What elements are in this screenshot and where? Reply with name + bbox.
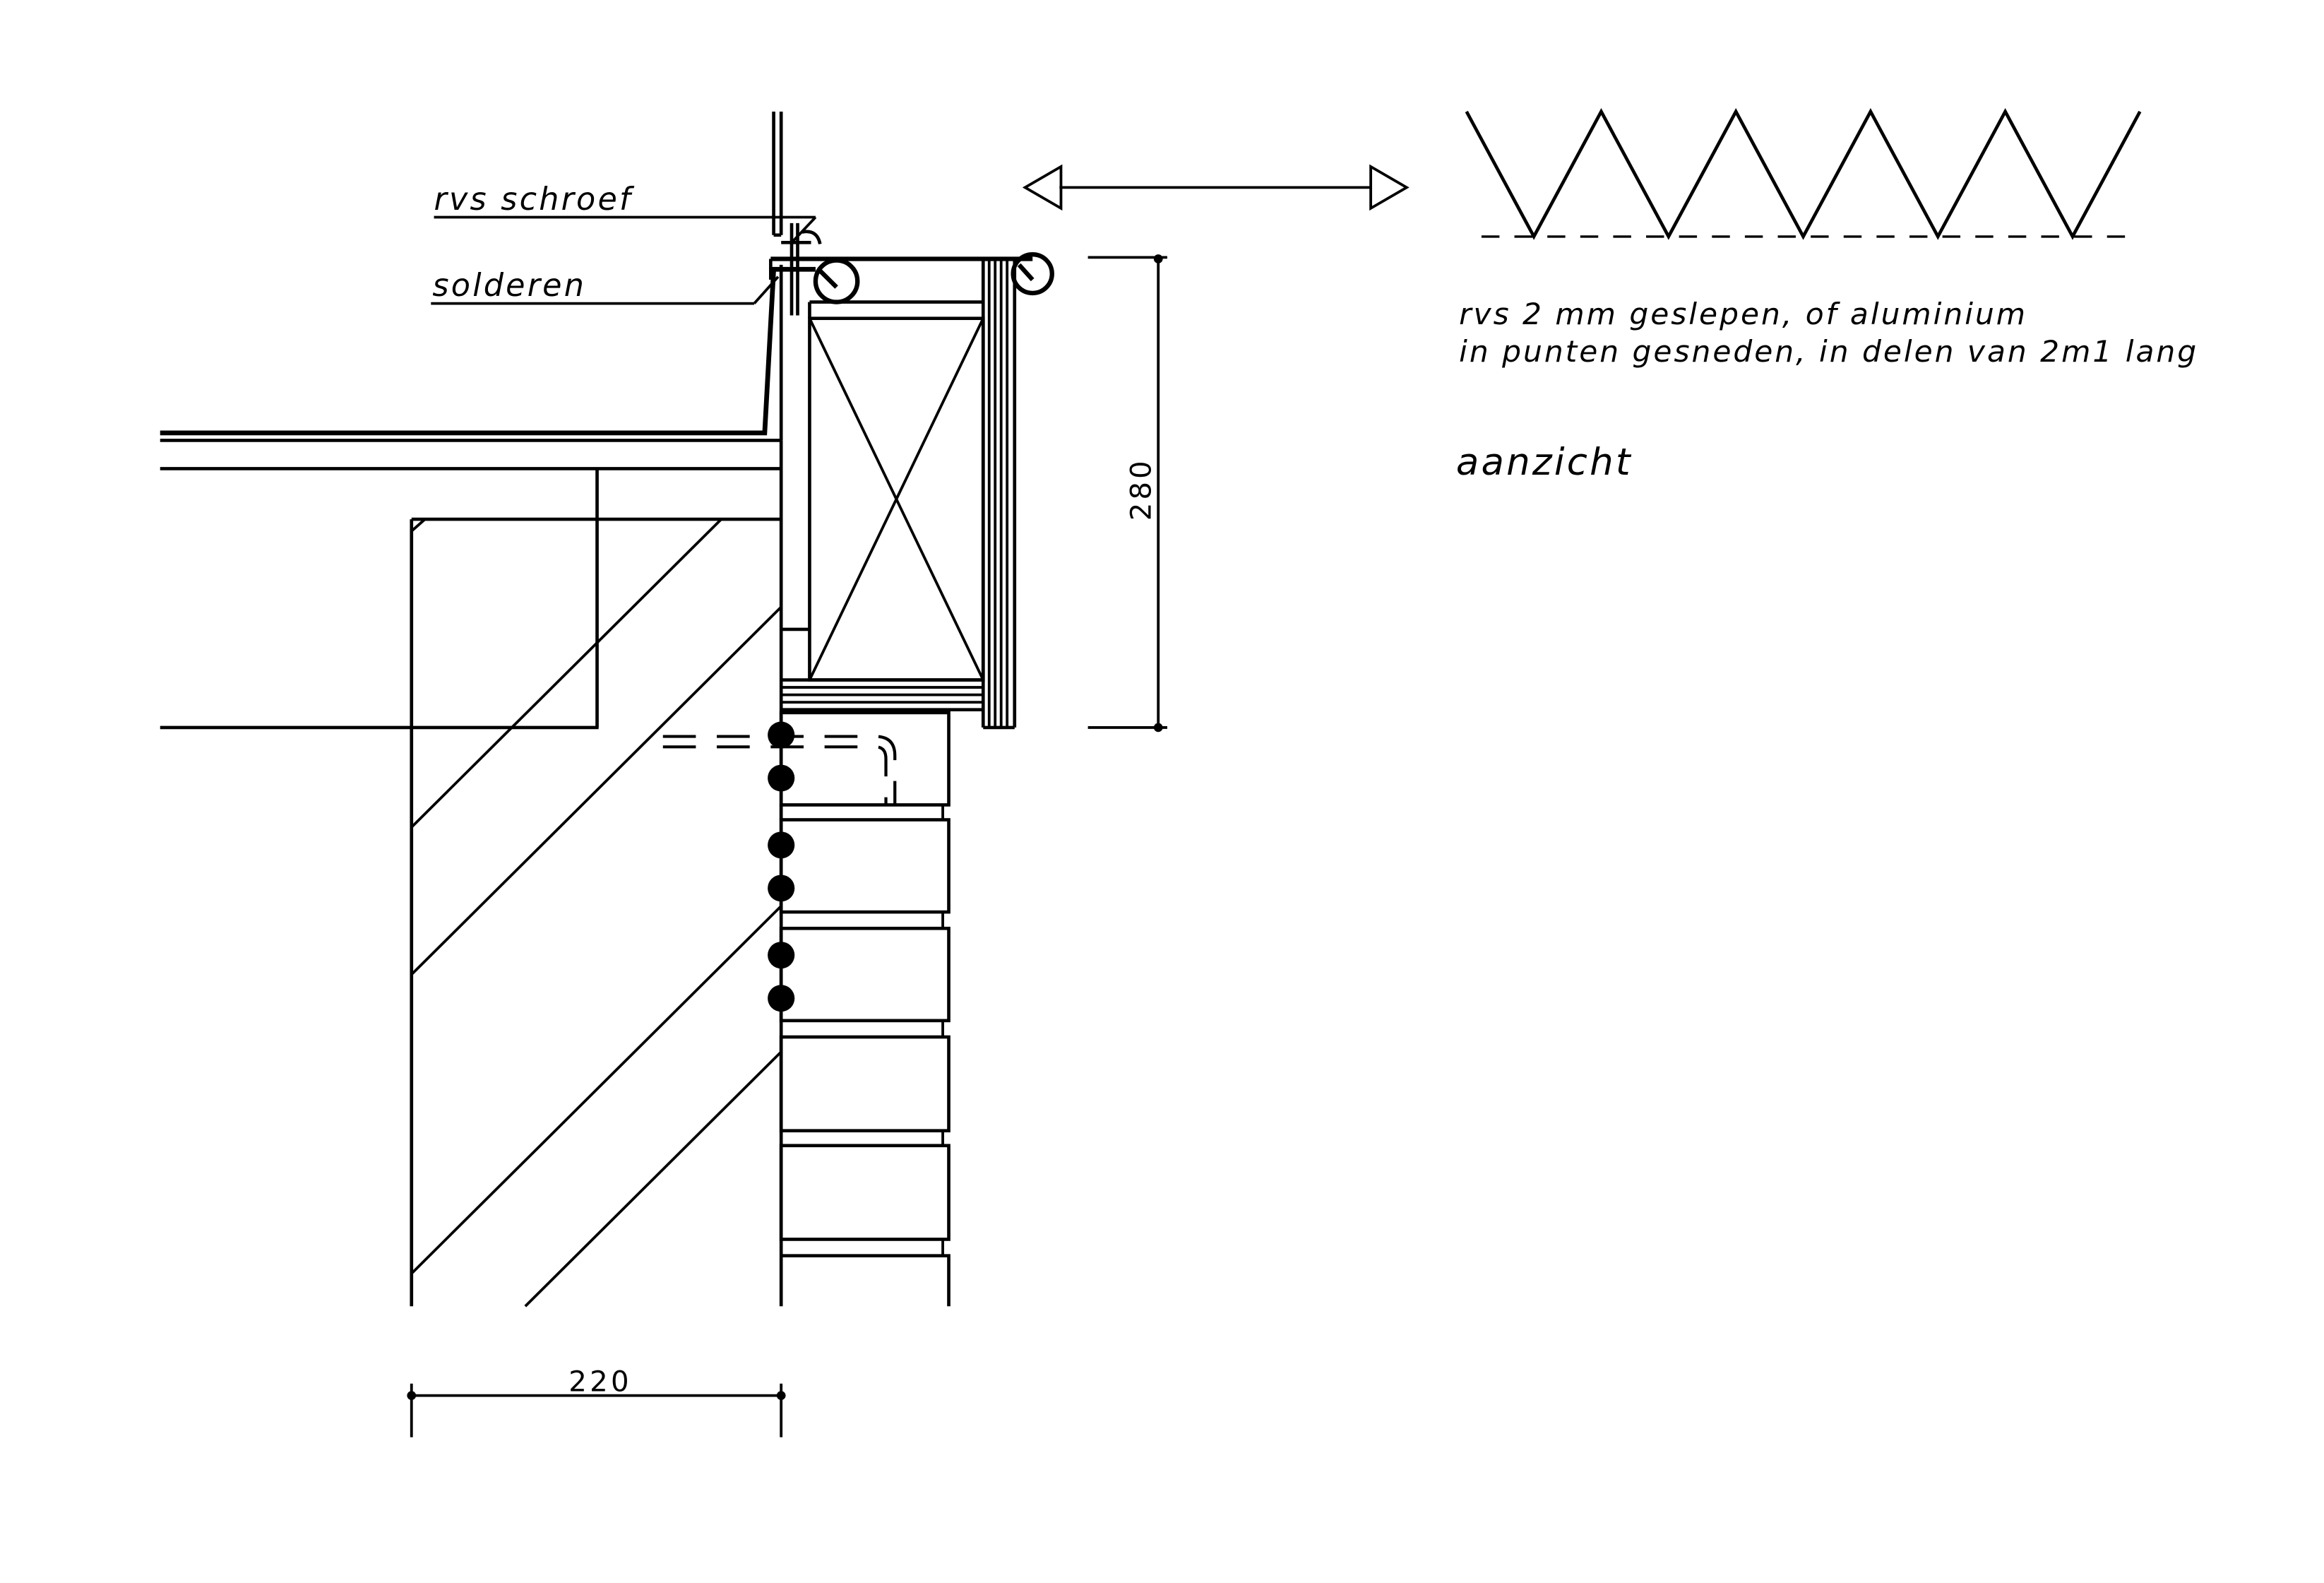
metal-coping	[769, 111, 1054, 316]
dim-width-value: 220	[568, 1365, 632, 1398]
dimension-height: 280	[1087, 254, 1167, 733]
wall-section	[410, 440, 783, 1308]
dimension-width: 220	[407, 1365, 786, 1437]
roof-build-up	[160, 264, 816, 730]
timber-edge-beam	[781, 257, 1017, 730]
material-line-2: in punten gesneden, in delen van 2m1 lan…	[1459, 334, 2198, 369]
view-label: aanzicht	[1456, 441, 1633, 484]
label-solder: solderen	[432, 268, 586, 304]
material-line-1: rvs 2 mm geslepen, of aluminium	[1459, 297, 2027, 331]
zigzag-elevation	[1465, 108, 2142, 240]
material-note: rvs 2 mm geslepen, of aluminium in punte…	[1456, 297, 2198, 484]
label-screw: rvs schroef	[434, 182, 636, 218]
double-arrow-icon	[1022, 164, 1410, 211]
annotations: rvs schroef solderen	[431, 182, 817, 305]
dim-height-value: 280	[1125, 458, 1157, 521]
brick-wall	[662, 711, 951, 1307]
